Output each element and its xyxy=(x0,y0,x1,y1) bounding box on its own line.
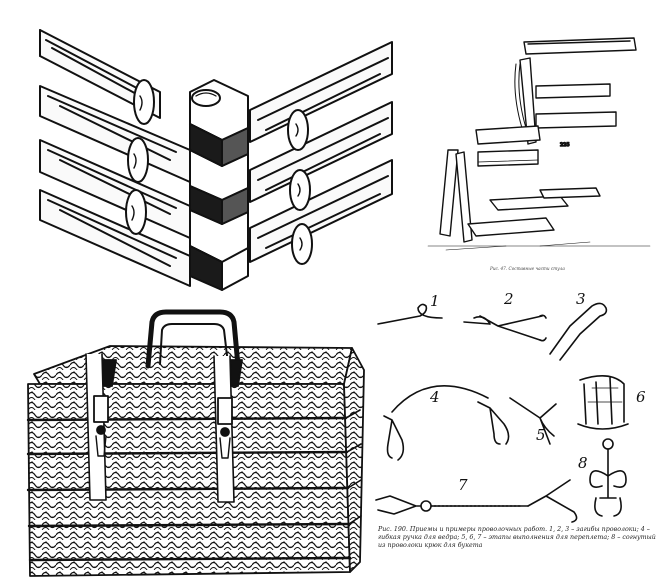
wire-figure-caption: Рис. 190. Приемы и примеры проволочных р… xyxy=(378,526,656,550)
wire-figure-numbers: 1 2 3 4 5 6 7 8 xyxy=(429,290,646,494)
wire-tools-drawing: 1 2 3 4 5 6 7 8 xyxy=(375,290,646,523)
wire-figure-num-2: 2 xyxy=(503,290,514,308)
chair-parts-illustration: 225 Рис. 47. Составные части стула xyxy=(420,24,660,286)
log-corner-joint-illustration xyxy=(0,0,420,300)
chair-figure-caption: Рис. 47. Составные части стула xyxy=(489,266,565,271)
wicker-basket-illustration xyxy=(0,300,378,586)
wire-figure-num-8: 8 xyxy=(578,454,588,472)
wire-figure-num-5: 5 xyxy=(536,426,546,444)
wire-figure-num-6: 6 xyxy=(636,388,646,406)
wire-figure-num-7: 7 xyxy=(458,476,468,494)
basket-drawing xyxy=(26,309,365,577)
wire-tools-illustration: 1 2 3 4 5 6 7 8 xyxy=(370,284,660,586)
wire-figure-num-1: 1 xyxy=(430,292,440,310)
log-joint-drawing xyxy=(39,29,393,291)
chair-parts-drawing: 225 Рис. 47. Составные части стула xyxy=(427,37,651,271)
chair-part-label: 225 xyxy=(560,142,570,148)
wire-figure-num-4: 4 xyxy=(429,388,440,406)
wire-figure-num-3: 3 xyxy=(576,290,586,308)
